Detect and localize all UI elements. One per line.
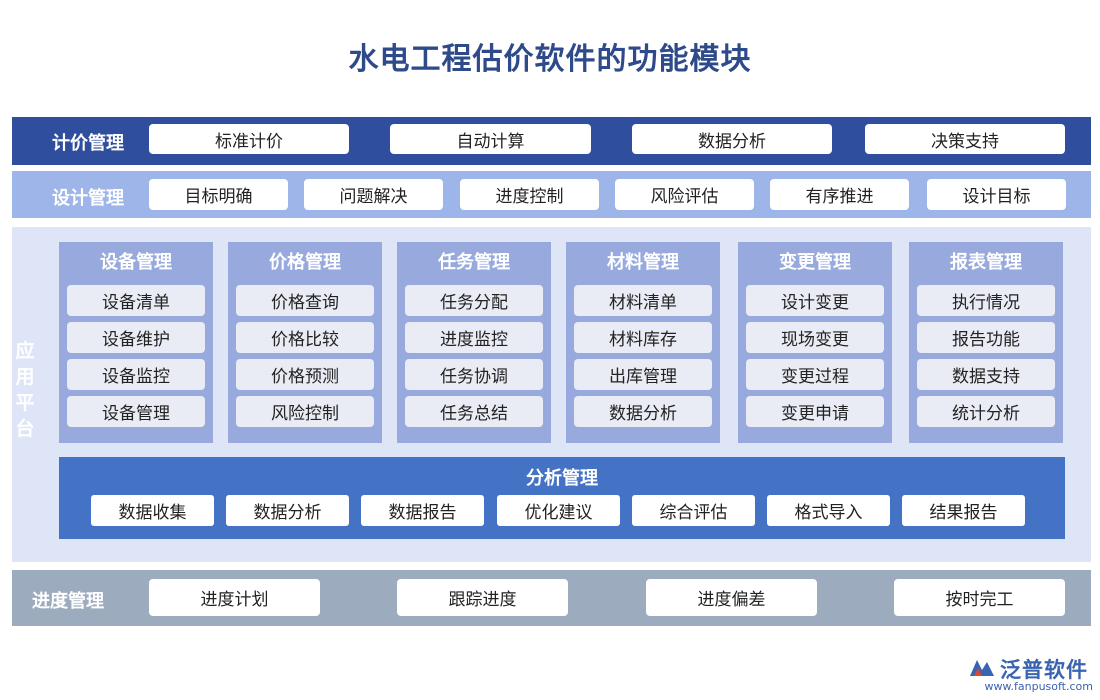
- design-item: 进度控制: [460, 179, 599, 210]
- module-column: 价格管理价格查询价格比较价格预测风险控制: [228, 242, 382, 443]
- module-title: 价格管理: [269, 252, 341, 273]
- analysis-item: 优化建议: [497, 495, 620, 526]
- design-item: 设计目标: [927, 179, 1066, 210]
- module-column: 设备管理设备清单设备维护设备监控设备管理: [59, 242, 213, 443]
- module-item: 设备维护: [67, 322, 205, 353]
- pricing-band: 计价管理 标准计价 自动计算 数据分析 决策支持: [12, 117, 1091, 165]
- design-label: 设计管理: [52, 188, 124, 209]
- module-title: 变更管理: [779, 252, 851, 273]
- design-item: 风险评估: [615, 179, 754, 210]
- module-item: 统计分析: [917, 396, 1055, 427]
- pricing-item: 决策支持: [865, 124, 1065, 154]
- design-item: 目标明确: [149, 179, 288, 210]
- module-title: 报表管理: [950, 252, 1022, 273]
- module-item: 报告功能: [917, 322, 1055, 353]
- progress-item: 跟踪进度: [397, 579, 568, 616]
- pricing-label: 计价管理: [52, 133, 124, 154]
- module-item: 材料清单: [574, 285, 712, 316]
- pricing-item: 标准计价: [149, 124, 349, 154]
- module-item: 现场变更: [746, 322, 884, 353]
- module-item: 价格比较: [236, 322, 374, 353]
- progress-label: 进度管理: [32, 591, 104, 612]
- module-item: 变更申请: [746, 396, 884, 427]
- analysis-item: 数据收集: [91, 495, 214, 526]
- app-platform-label: 应用平台: [14, 338, 36, 442]
- module-item: 进度监控: [405, 322, 543, 353]
- app-platform-label-text: 应用平台: [15, 340, 35, 440]
- analysis-title: 分析管理: [526, 468, 598, 489]
- progress-item: 按时完工: [894, 579, 1065, 616]
- module-item: 执行情况: [917, 285, 1055, 316]
- module-item: 出库管理: [574, 359, 712, 390]
- module-column: 报表管理执行情况报告功能数据支持统计分析: [909, 242, 1063, 443]
- logo-name: 泛普软件: [1000, 658, 1088, 682]
- progress-band: 进度管理 进度计划 跟踪进度 进度偏差 按时完工: [12, 570, 1091, 626]
- design-item: 问题解决: [304, 179, 443, 210]
- module-item: 材料库存: [574, 322, 712, 353]
- module-title: 设备管理: [100, 252, 172, 273]
- module-item: 数据支持: [917, 359, 1055, 390]
- progress-item: 进度计划: [149, 579, 320, 616]
- analysis-item: 数据报告: [361, 495, 484, 526]
- module-item: 任务分配: [405, 285, 543, 316]
- design-item: 有序推进: [770, 179, 909, 210]
- fanpusoft-logo-icon: [970, 660, 994, 676]
- module-column: 任务管理任务分配进度监控任务协调任务总结: [397, 242, 551, 443]
- design-band: 设计管理 目标明确 问题解决 进度控制 风险评估 有序推进 设计目标: [12, 171, 1091, 218]
- module-column: 变更管理设计变更现场变更变更过程变更申请: [738, 242, 892, 443]
- module-item: 设备监控: [67, 359, 205, 390]
- progress-item: 进度偏差: [646, 579, 817, 616]
- module-item: 价格查询: [236, 285, 374, 316]
- module-item: 风险控制: [236, 396, 374, 427]
- module-item: 价格预测: [236, 359, 374, 390]
- module-column: 材料管理材料清单材料库存出库管理数据分析: [566, 242, 720, 443]
- pricing-item: 自动计算: [390, 124, 591, 154]
- module-item: 数据分析: [574, 396, 712, 427]
- pricing-item: 数据分析: [632, 124, 832, 154]
- module-title: 材料管理: [607, 252, 679, 273]
- module-item: 变更过程: [746, 359, 884, 390]
- analysis-item: 数据分析: [226, 495, 349, 526]
- analysis-item: 结果报告: [902, 495, 1025, 526]
- module-item: 设计变更: [746, 285, 884, 316]
- analysis-panel: 分析管理 数据收集 数据分析 数据报告 优化建议 综合评估 格式导入 结果报告: [59, 457, 1065, 539]
- fanpusoft-logo: 泛普软件 www.fanpusoft.com: [968, 654, 1093, 694]
- module-item: 设备清单: [67, 285, 205, 316]
- logo-url: www.fanpusoft.com: [984, 680, 1093, 693]
- diagram-title: 水电工程估价软件的功能模块: [348, 42, 752, 77]
- module-item: 任务总结: [405, 396, 543, 427]
- module-item: 设备管理: [67, 396, 205, 427]
- analysis-item: 格式导入: [767, 495, 890, 526]
- analysis-item: 综合评估: [632, 495, 755, 526]
- module-title: 任务管理: [438, 252, 510, 273]
- module-item: 任务协调: [405, 359, 543, 390]
